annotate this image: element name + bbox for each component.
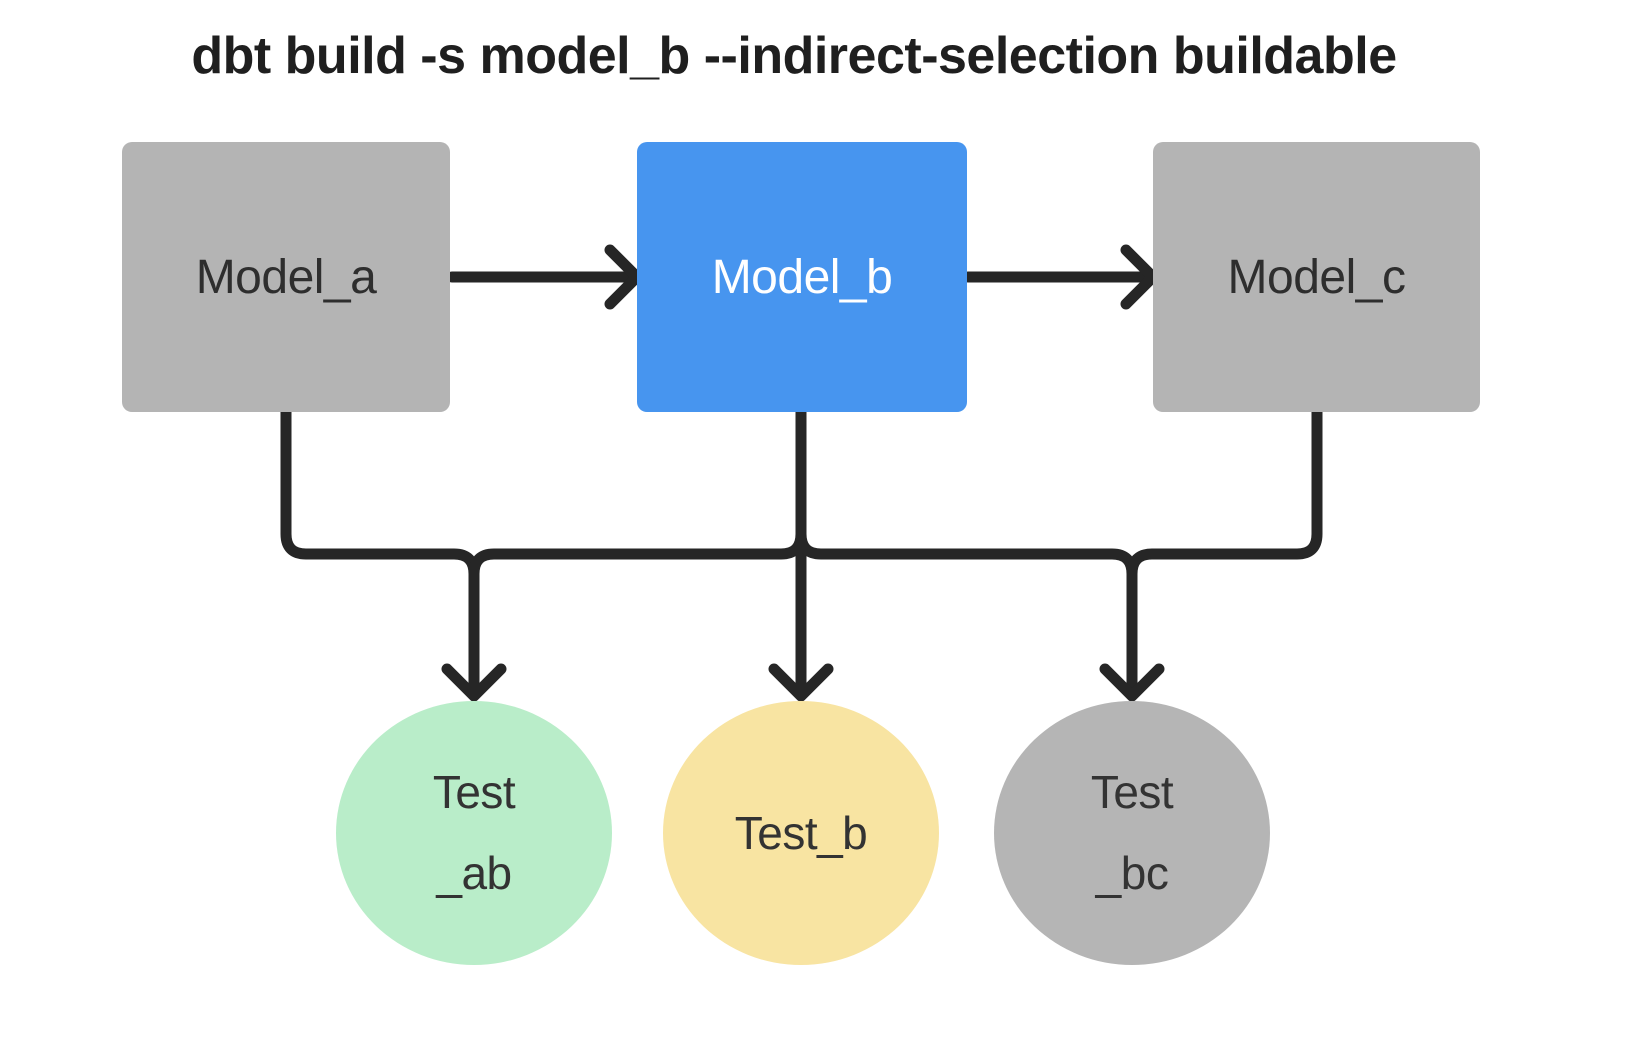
node-test-bc-label-line2: _bc [1095,847,1169,899]
edge-model-c-to-test-bc [1126,402,1323,700]
node-test-ab: Test _ab [336,701,612,965]
node-model-a: Model_a [122,142,450,412]
node-test-bc-label-line1: Test [1090,766,1174,818]
node-test-b: Test_b [663,701,939,965]
node-test-b-label: Test_b [734,806,868,859]
arrowhead-into-test-ab-icon [441,663,507,702]
arrowhead-into-test-bc-icon [1099,663,1165,702]
node-test-bc: Test _bc [994,701,1270,965]
arrowhead-into-test-b-icon [768,663,834,702]
node-model-a-label: Model_a [195,250,377,304]
node-test-ab-label-line1: Test [432,766,516,818]
edge-model-b-to-test-bc [795,402,1138,700]
node-model-c-label: Model_c [1227,250,1406,304]
node-test-ab-label-line2: _ab [436,847,512,899]
node-model-b-selected: Model_b [637,142,967,412]
node-model-c: Model_c [1153,142,1480,412]
node-model-b-label: Model_b [711,250,893,304]
edge-model-a-to-test-ab [280,402,480,700]
diagram-title: dbt build -s model_b --indirect-selectio… [191,27,1397,85]
edge-model-b-to-test-ab [468,402,807,700]
edge-group [280,244,1323,702]
